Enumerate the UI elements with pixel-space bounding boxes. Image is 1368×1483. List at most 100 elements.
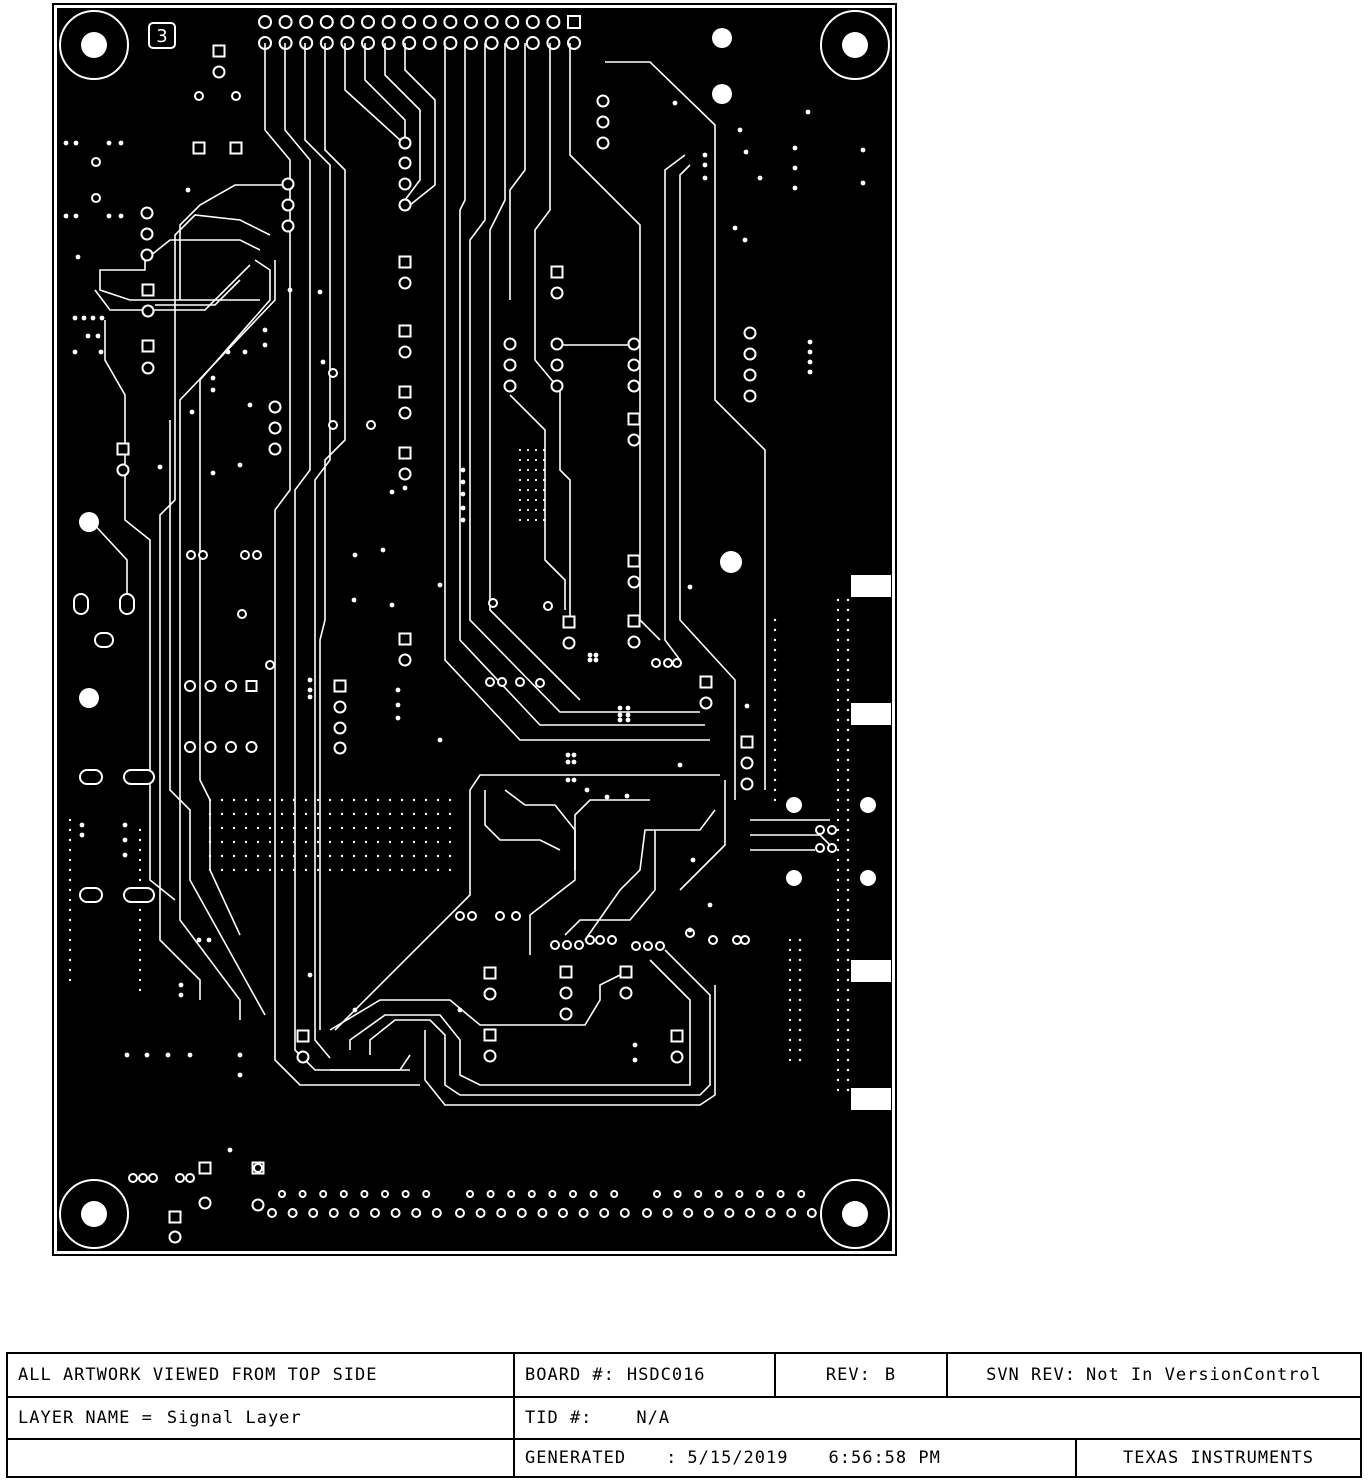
via [352, 552, 358, 558]
board-label: BOARD #: [525, 1365, 615, 1385]
pads-and-vias [63, 44, 866, 1244]
pad [550, 265, 564, 279]
via [773, 748, 777, 752]
via [316, 840, 320, 844]
via [518, 488, 522, 492]
pad [683, 1208, 694, 1218]
via [138, 918, 142, 922]
pad [148, 1173, 158, 1183]
via [625, 717, 631, 723]
via [402, 485, 408, 491]
pad [443, 15, 458, 29]
via [244, 812, 248, 816]
pad [281, 219, 295, 233]
via [352, 812, 356, 816]
via [352, 798, 356, 802]
pad [398, 177, 412, 191]
via [68, 958, 72, 962]
via [846, 1078, 850, 1082]
via [526, 498, 530, 502]
via [380, 547, 386, 553]
pad [140, 206, 154, 220]
pad [422, 36, 437, 50]
via [565, 777, 571, 783]
via [798, 1018, 802, 1022]
pad [756, 1190, 764, 1198]
pad [708, 935, 718, 945]
pad [596, 94, 610, 108]
via [79, 822, 85, 828]
pad [589, 1190, 598, 1198]
svn-label: SVN REV: [986, 1365, 1076, 1385]
via [376, 868, 380, 872]
via [237, 1072, 243, 1078]
svn-rev-cell: SVN REV: Not In VersionControl [946, 1354, 1360, 1396]
board-number-cell: BOARD #: HSDC016 [513, 1354, 774, 1396]
pad [815, 843, 825, 853]
via [632, 1057, 638, 1063]
via [187, 1052, 193, 1058]
pad [340, 36, 355, 50]
via [846, 718, 850, 722]
pad [740, 756, 754, 770]
via [72, 349, 78, 355]
pad [422, 15, 437, 29]
pad [333, 700, 347, 714]
via [798, 998, 802, 1002]
via [220, 854, 224, 858]
via [690, 857, 696, 863]
via [220, 826, 224, 830]
via [268, 868, 272, 872]
via [364, 854, 368, 858]
via [542, 518, 546, 522]
via [220, 840, 224, 844]
via [773, 788, 777, 792]
pad [141, 304, 155, 318]
via [457, 1007, 463, 1013]
via [846, 1058, 850, 1062]
via [448, 826, 452, 830]
via [836, 668, 840, 672]
via [788, 1028, 792, 1032]
pad [627, 337, 641, 351]
pad [578, 1208, 589, 1218]
pad [268, 400, 282, 414]
board-number-text: 3 [156, 26, 167, 47]
via [846, 828, 850, 832]
via [389, 489, 395, 495]
via [225, 349, 231, 355]
via [773, 698, 777, 702]
pad [360, 1190, 369, 1198]
pad [548, 1190, 557, 1198]
via [518, 468, 522, 472]
pad [619, 986, 633, 1000]
via [846, 998, 850, 1002]
via [788, 938, 792, 942]
via [836, 758, 840, 762]
via [773, 668, 777, 672]
via [836, 898, 840, 902]
pad [714, 1190, 723, 1198]
rev-cell: REV: B [774, 1354, 946, 1396]
via [68, 888, 72, 892]
via [436, 868, 440, 872]
via [307, 677, 313, 683]
pad [328, 1208, 339, 1218]
via [424, 840, 428, 844]
via [85, 333, 91, 339]
pad [319, 1190, 328, 1198]
via [412, 798, 416, 802]
pad [339, 1190, 348, 1198]
pad [497, 677, 507, 687]
pad [398, 324, 412, 338]
via [68, 878, 72, 882]
via [244, 840, 248, 844]
pad [402, 36, 417, 50]
pad [505, 36, 520, 50]
via [340, 854, 344, 858]
via [95, 333, 101, 339]
via [846, 778, 850, 782]
title-block: ALL ARTWORK VIEWED FROM TOP SIDE BOARD #… [6, 1352, 1362, 1478]
pad [550, 286, 564, 300]
pad [138, 1173, 148, 1183]
